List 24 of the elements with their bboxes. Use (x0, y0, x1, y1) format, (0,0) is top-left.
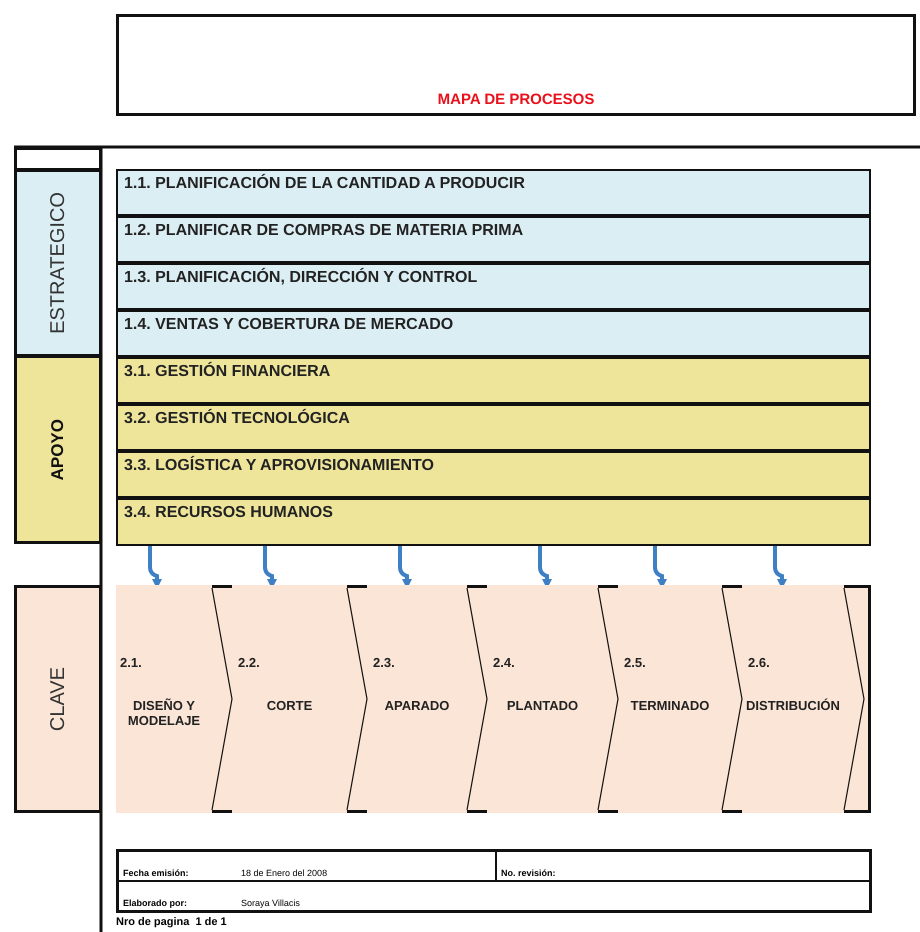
process-row: 3.4. RECURSOS HUMANOS (116, 498, 871, 546)
process-row: 3.2. GESTIÓN TECNOLÓGICA (116, 404, 871, 451)
process-row: 1.3. PLANIFICACIÓN, DIRECCIÓN Y CONTROL (116, 263, 871, 310)
process-step: 2.5. TERMINADO (618, 585, 722, 813)
process-step: 2.2. CORTE (232, 585, 347, 813)
footer-note: Nro de pagina 1 de 1 (116, 916, 227, 928)
category-band: ESTRATEGICO (14, 169, 102, 357)
process-row: 3.3. LOGÍSTICA Y APROVISIONAMIENTO (116, 451, 871, 498)
category-band: APOYO (14, 355, 102, 544)
table-cell: Fecha emisión: (118, 850, 237, 881)
process-step: 2.4. PLANTADO (487, 585, 598, 813)
table-cell: Soraya Villacis (237, 881, 870, 912)
table-cell: 18 de Enero del 2008 (237, 850, 496, 881)
process-row: 1.4. VENTAS Y COBERTURA DE MERCADO (116, 310, 871, 357)
process-step: 2.6. DISTRIBUCIÓN (742, 585, 844, 813)
category-band: CLAVE (14, 585, 102, 813)
process-step: 2.1. DISEÑO Y MODELAJE (116, 585, 212, 813)
process-step: 2.3. APARADO (367, 585, 467, 813)
process-row: 1.2. PLANIFICAR DE COMPRAS DE MATERIA PRIMA (116, 216, 871, 263)
table-cell: Elaborado por: (118, 881, 237, 912)
process-row: 3.1. GESTIÓN FINANCIERA (116, 357, 871, 404)
table-cell: No. revisión: (496, 850, 870, 881)
process-row: 1.1. PLANIFICACIÓN DE LA CANTIDAD A PRODUCIR (116, 169, 871, 216)
title-text: MAPA DE PROCESOS (436, 91, 596, 108)
